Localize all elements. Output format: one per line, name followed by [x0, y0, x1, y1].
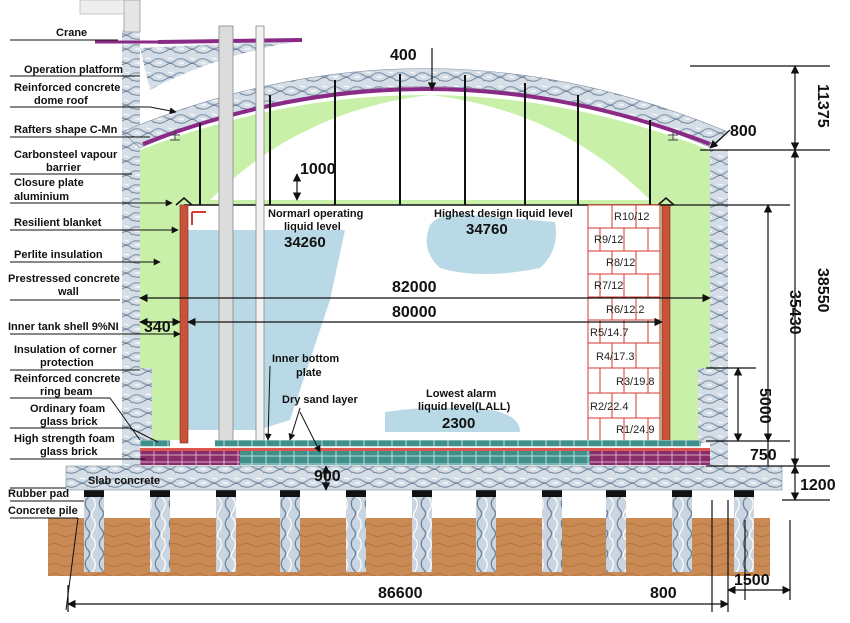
label-inner-bottom-1: Inner bottom: [272, 353, 339, 365]
label-corner-2: protection: [40, 357, 94, 369]
dim-corner-height: 5000: [756, 388, 773, 424]
inner-shell-right: [661, 204, 671, 444]
label-vapour-1: Carbonsteel vapour: [14, 149, 118, 161]
label-dome-roof-1: Reinforced concrete: [14, 82, 120, 94]
crane-pole: [123, 0, 141, 33]
ring-label: R8/12: [606, 257, 635, 269]
label-corner-1: Insulation of corner: [14, 344, 117, 356]
dim-roof-edge: 800: [730, 123, 757, 140]
dim-dome-rise: 11375: [814, 84, 831, 128]
highest-level-value: 34760: [466, 221, 508, 238]
normal-level-label-1: Normarl operating: [268, 208, 363, 220]
corner-protection-left: [140, 368, 152, 443]
pipe-large: [218, 25, 234, 447]
rafter-markers: [170, 130, 678, 141]
concrete-piles: [84, 490, 754, 572]
ring-label: R6/12.2: [606, 304, 645, 316]
ring-label: R3/19.8: [616, 376, 655, 388]
normal-level-value: 34260: [284, 234, 326, 251]
ring-label: R4/17.3: [596, 351, 635, 363]
normal-level-label-2: liquid level: [284, 221, 341, 233]
label-rubber-pad: Rubber pad: [8, 488, 69, 500]
operation-platform: [140, 40, 305, 90]
label-concrete-pile: Concrete pile: [8, 505, 78, 517]
outer-wall-left: [122, 150, 140, 466]
inner-shell-left: [179, 204, 189, 444]
ring-label: R9/12: [594, 234, 623, 246]
wall-top-left: [122, 30, 140, 150]
liquid-bottom: [385, 407, 520, 432]
label-ring-beam-1: Reinforced concrete: [14, 373, 120, 385]
label-dome-roof-2: dome roof: [34, 95, 88, 107]
label-prestressed-2: wall: [57, 286, 79, 298]
label-high-foam-1: High strength foam: [14, 433, 115, 445]
crane-base: [79, 0, 125, 15]
dim-1000: 1000: [300, 161, 336, 178]
highest-level-label: Highest design liquid level: [434, 208, 573, 220]
label-operation-platform: Operation platform: [24, 64, 123, 76]
label-ordinary-foam-1: Ordinary foam: [30, 403, 105, 415]
label-rafters: Rafters shape C-Mn: [14, 124, 118, 136]
outer-wall-right: [710, 150, 728, 466]
rubber-pads: [84, 490, 754, 497]
label-inner-bottom-2: plate: [296, 367, 322, 379]
ring-label: R2/22.4: [590, 401, 629, 413]
label-perlite: Perlite insulation: [14, 249, 103, 261]
dim-pile-spacing: 1500: [734, 572, 770, 589]
dim-pile-edge: 800: [650, 585, 677, 602]
label-ordinary-foam-2: glass brick: [40, 416, 98, 428]
dim-dome-thickness: 400: [390, 47, 417, 64]
dim-750: 750: [750, 447, 777, 464]
lowest-level-value: 2300: [442, 415, 475, 432]
roof-vapour-space: [210, 95, 650, 200]
pipe-small: [255, 25, 265, 443]
label-vapour-2: barrier: [46, 162, 82, 174]
dim-total-height: 38550: [814, 268, 831, 313]
left-labels: Crane Operation platform Reinforced conc…: [8, 27, 181, 611]
ring-labels: R10/12 R9/12 R8/12 R7/12 R6/12.2 R5/14.7…: [590, 211, 655, 436]
liquid-right: [426, 214, 556, 274]
corner-protection-right: [698, 368, 710, 443]
label-ring-beam-2: ring beam: [40, 386, 93, 398]
dim-total-width: 86600: [378, 585, 423, 602]
lowest-level-label-1: Lowest alarm: [426, 388, 497, 400]
ordinary-foam-glass: [215, 440, 701, 448]
ring-label: R10/12: [614, 211, 649, 223]
label-slab: Slab concrete: [88, 475, 160, 487]
dimension-lines: [67, 48, 830, 612]
label-closure-1: Closure plate: [14, 177, 84, 189]
label-high-foam-2: glass brick: [40, 446, 98, 458]
label-inner-shell: Inner tank shell 9%NI: [8, 321, 119, 333]
rafter-hangers: [199, 74, 651, 205]
ring-label: R7/12: [594, 280, 623, 292]
lowest-level-label-2: liquid level(LALL): [418, 401, 511, 413]
label-crane: Crane: [56, 27, 87, 39]
closure-left: [175, 197, 193, 206]
dim-1200: 1200: [800, 477, 836, 494]
label-closure-2: aluminium: [14, 191, 69, 203]
dim-outer-diameter: 82000: [392, 279, 437, 296]
ring-label: R1/24.9: [616, 424, 655, 436]
ring-label: R5/14.7: [590, 327, 629, 339]
label-prestressed-1: Prestressed concrete: [8, 273, 120, 285]
label-dry-sand: Dry sand layer: [282, 394, 359, 406]
dim-inner-height: 35430: [786, 290, 803, 335]
slab-concrete: [65, 465, 783, 491]
label-resilient: Resilient blanket: [14, 217, 102, 229]
dim-annular-gap: 340: [144, 319, 171, 336]
closure-right: [657, 197, 675, 206]
dim-slab-to-pile: 900: [314, 468, 341, 485]
dim-inner-diameter: 80000: [392, 304, 437, 321]
